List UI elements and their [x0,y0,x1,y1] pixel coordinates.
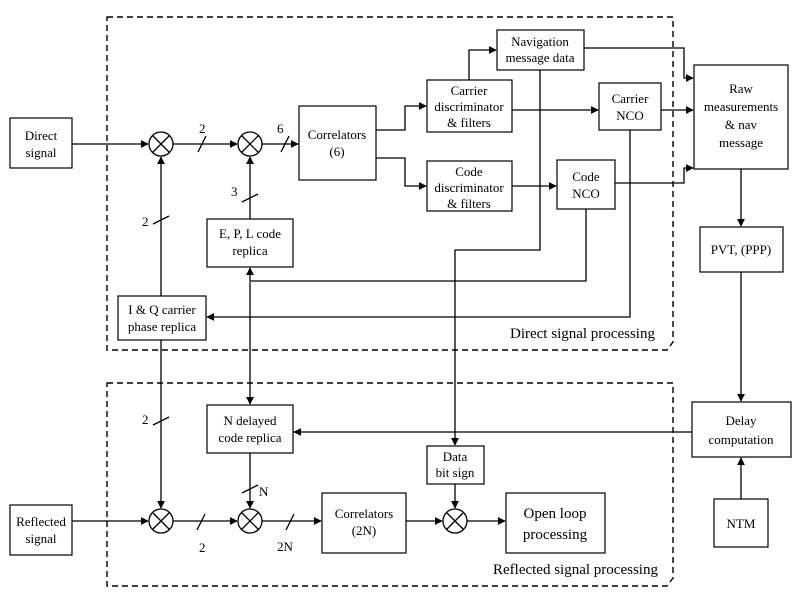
raw-measurements-label-line2: measurements [704,99,778,114]
pvt-box: PVT, (PPP) [699,226,784,273]
code-nco-label-line2: NCO [572,186,599,201]
correlators-direct-box: Correlators (6) [298,105,377,181]
connections [72,46,745,525]
mixer-direct-1 [148,131,174,157]
carrier-discriminator-label-line3: & filters [447,115,491,130]
data-bit-sign-box: Data bit sign [426,445,485,485]
correlators-reflected-box: Correlators (2N) [321,492,407,554]
correlators-direct-label-line1: Correlators [308,127,366,142]
code-nco-box: Code NCO [556,159,616,210]
mixer-reflected-1 [148,508,174,534]
direct-processing-label: Direct signal processing [510,326,655,342]
bus-width-mixer2-out: 6 [277,121,284,136]
epl-code-replica-label-line1: E, P, L code [219,226,281,241]
mixer-data-bit [442,508,468,534]
ntm-label: NTM [727,516,756,531]
raw-measurements-label-line1: Raw [729,81,753,96]
open-loop-label-line1: Open loop [524,506,587,522]
reflected-signal-box: Reflected signal [9,504,73,556]
code-discriminator-label-line2: discriminator [434,180,504,195]
epl-code-replica-label-line2: replica [232,243,268,258]
correlators-reflected-label-line1: Correlators [335,506,393,521]
bus-width-epl-to-mixer2: 3 [231,184,238,199]
reflected-signal-label-line2: signal [25,531,56,546]
carrier-discriminator-label-line2: discriminator [434,99,504,114]
delay-computation-label-line1: Delay [725,413,757,428]
open-loop-label-line2: processing [523,527,588,543]
iq-carrier-replica-label-line2: phase replica [128,319,196,334]
raw-measurements-box: Raw measurements & nav message [693,64,789,170]
raw-measurements-label-line3: & nav [725,117,758,132]
data-bit-sign-label-line1: Data [443,449,468,464]
bus-width-mixer-r1-out: 2 [199,540,206,555]
carrier-discriminator-label-line1: Carrier [451,83,488,98]
correlators-direct-label-line2: (6) [329,144,344,159]
navigation-message-label-line2: message data [506,50,575,65]
raw-measurements-label-line4: message [719,135,763,150]
code-discriminator-label-line1: Code [455,164,483,179]
bus-width-markers: 2 6 3 2 2 2 N 2N [142,121,295,555]
navigation-message-data-box: Navigation message data [496,29,585,71]
reflected-signal-label-line1: Reflected [16,514,66,529]
mixer-reflected-2 [237,508,263,534]
bus-width-mixer1-out: 2 [199,121,206,136]
bus-width-mixer-r2-out: 2N [277,539,294,554]
bus-width-iq-to-mixer-r1: 2 [142,412,149,427]
data-bit-sign-label-line2: bit sign [436,465,475,480]
carrier-nco-label-line2: NCO [616,108,643,123]
bus-width-iq-to-mixer1: 2 [142,214,149,229]
navigation-message-label-line1: Navigation [511,34,569,49]
carrier-nco-box: Carrier NCO [598,82,662,131]
direct-signal-label-line2: signal [25,145,56,160]
direct-signal-box: Direct signal [9,117,73,169]
delay-computation-label-line2: computation [709,432,774,447]
open-loop-processing-box: Open loop processing [505,492,606,554]
carrier-discriminator-box: Carrier discriminator & filters [426,79,513,133]
epl-code-replica-box: E, P, L code replica [206,218,294,268]
code-discriminator-label-line3: & filters [447,196,491,211]
n-delayed-label-line1: N delayed [223,413,277,428]
direct-processing-region: Direct signal processing [106,16,674,351]
direct-signal-label-line1: Direct [25,128,58,143]
pvt-label: PVT, (PPP) [711,242,771,257]
reflected-processing-region: Reflected signal processing [106,382,674,587]
delay-computation-box: Delay computation [691,401,792,458]
code-discriminator-box: Code discriminator & filters [426,160,513,212]
n-delayed-label-line2: code replica [218,430,281,445]
correlators-reflected-label-line2: (2N) [352,523,377,538]
mixer-direct-2 [237,131,263,157]
iq-carrier-replica-label-line1: I & Q carrier [128,302,196,317]
iq-carrier-replica-box: I & Q carrier phase replica [117,295,207,341]
code-nco-label-line1: Code [572,169,600,184]
carrier-nco-label-line1: Carrier [612,91,649,106]
bus-width-ndelay-to-mixer-r2: N [259,484,269,499]
reflected-processing-label: Reflected signal processing [493,562,658,578]
n-delayed-code-replica-box: N delayed code replica [206,404,294,454]
ntm-box: NTM [713,498,769,548]
